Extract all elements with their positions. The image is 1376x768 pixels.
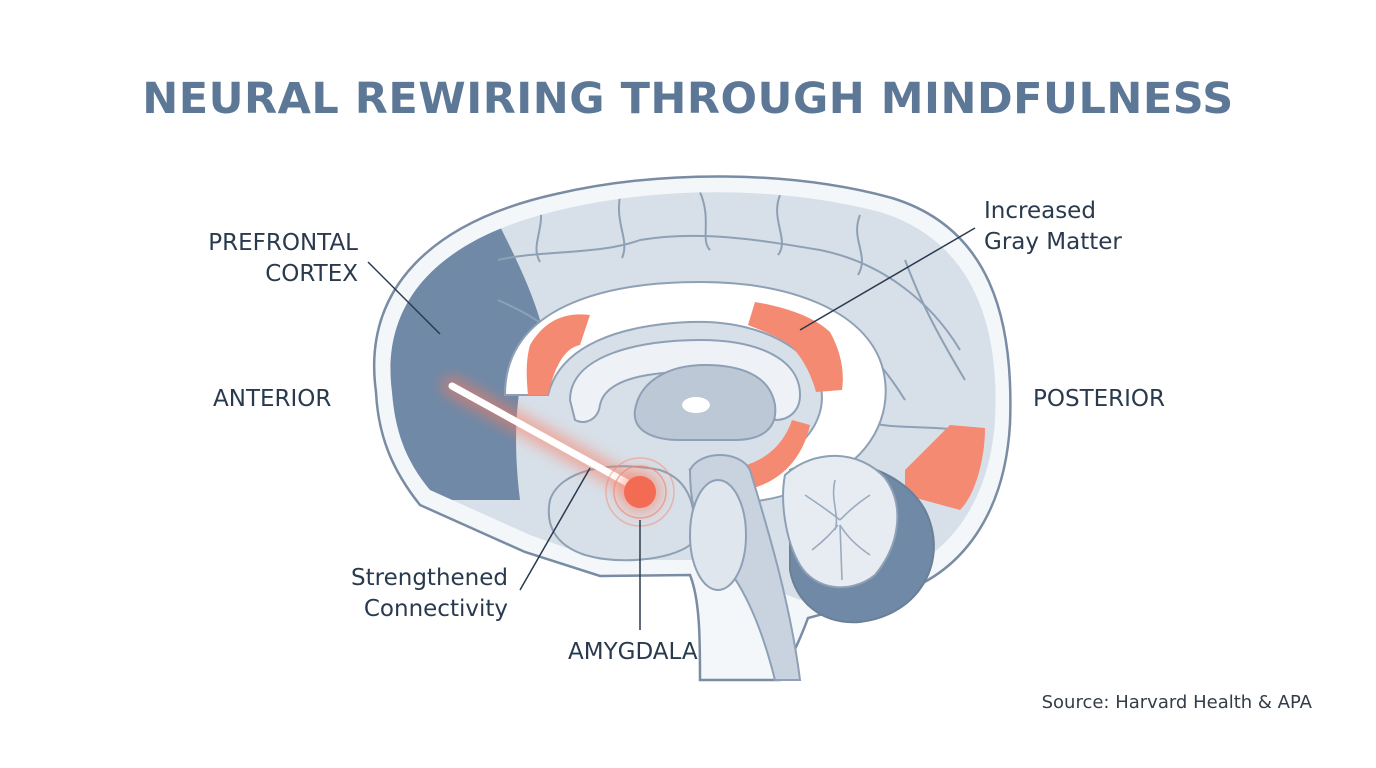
gray-matter-label-line1: Increased bbox=[984, 198, 1096, 224]
anterior-cingulate-highlight bbox=[526, 314, 590, 395]
cerebellum bbox=[782, 454, 935, 624]
gray-matter-label-line2: Gray Matter bbox=[984, 229, 1122, 255]
prefrontal-label-line1: PREFRONTAL bbox=[208, 230, 358, 256]
connectivity-beam bbox=[442, 376, 650, 500]
posterior-label: POSTERIOR bbox=[1033, 386, 1166, 412]
amygdala-marker bbox=[605, 457, 675, 527]
connectivity-label: Strengthened Connectivity bbox=[330, 563, 508, 625]
source-citation: Source: Harvard Health & APA bbox=[1041, 692, 1312, 713]
connectivity-label-line2: Connectivity bbox=[363, 596, 508, 622]
amygdala-label: AMYGDALA bbox=[568, 639, 698, 665]
limbic-structures bbox=[503, 280, 985, 510]
prefrontal-cortex-label: PREFRONTAL CORTEX bbox=[196, 228, 358, 290]
prefrontal-label-line2: CORTEX bbox=[265, 261, 358, 287]
page-title: NEURAL REWIRING THROUGH MINDFULNESS bbox=[142, 74, 1234, 124]
occipital-highlight bbox=[905, 425, 985, 510]
gray-matter-highlight bbox=[748, 302, 843, 392]
leader-lines bbox=[367, 227, 976, 630]
connectivity-label-line1: Strengthened bbox=[351, 565, 508, 591]
gray-matter-label: Increased Gray Matter bbox=[984, 196, 1122, 258]
anterior-label: ANTERIOR bbox=[213, 386, 332, 412]
